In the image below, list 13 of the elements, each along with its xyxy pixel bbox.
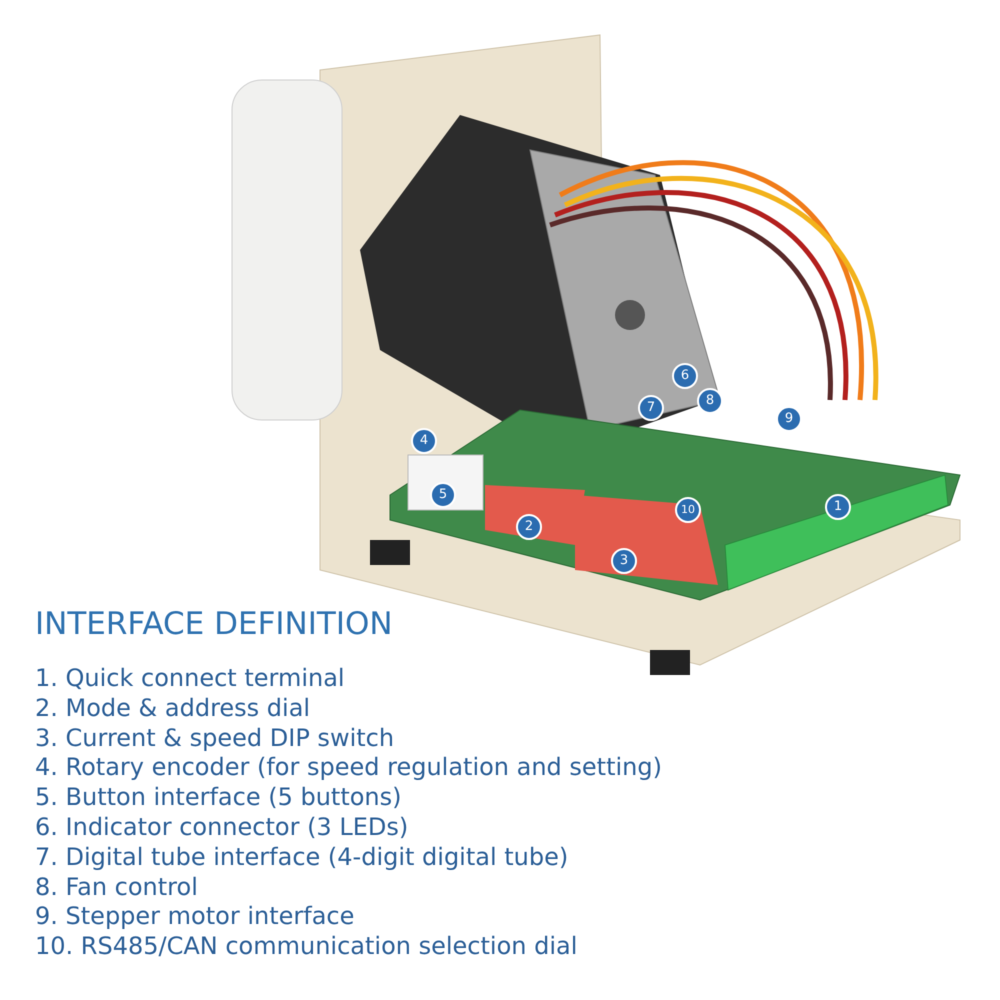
- list-item: 10. RS485/CAN communication selection dial: [35, 932, 578, 960]
- title: INTERFACE DEFINITION: [35, 606, 393, 642]
- list-item: 7. Digital tube interface (4-digit digital tube): [35, 842, 568, 871]
- list-item: 1. Quick connect terminal: [35, 664, 345, 692]
- list-item: 8. Fan control: [35, 872, 198, 901]
- callout-number: 9: [776, 406, 802, 432]
- list-item: 6. Indicator connector (3 LEDs): [35, 813, 408, 841]
- list-item: 5. Button interface (5 buttons): [35, 783, 402, 812]
- list-item: 9. Stepper motor interface: [35, 902, 354, 930]
- list-item: 3. Current & speed DIP switch: [35, 724, 394, 752]
- callout-number: 8: [697, 388, 723, 414]
- list-item: 4. Rotary encoder (for speed regulation and setting): [35, 753, 662, 782]
- list-item: 2. Mode & address dial: [35, 694, 310, 722]
